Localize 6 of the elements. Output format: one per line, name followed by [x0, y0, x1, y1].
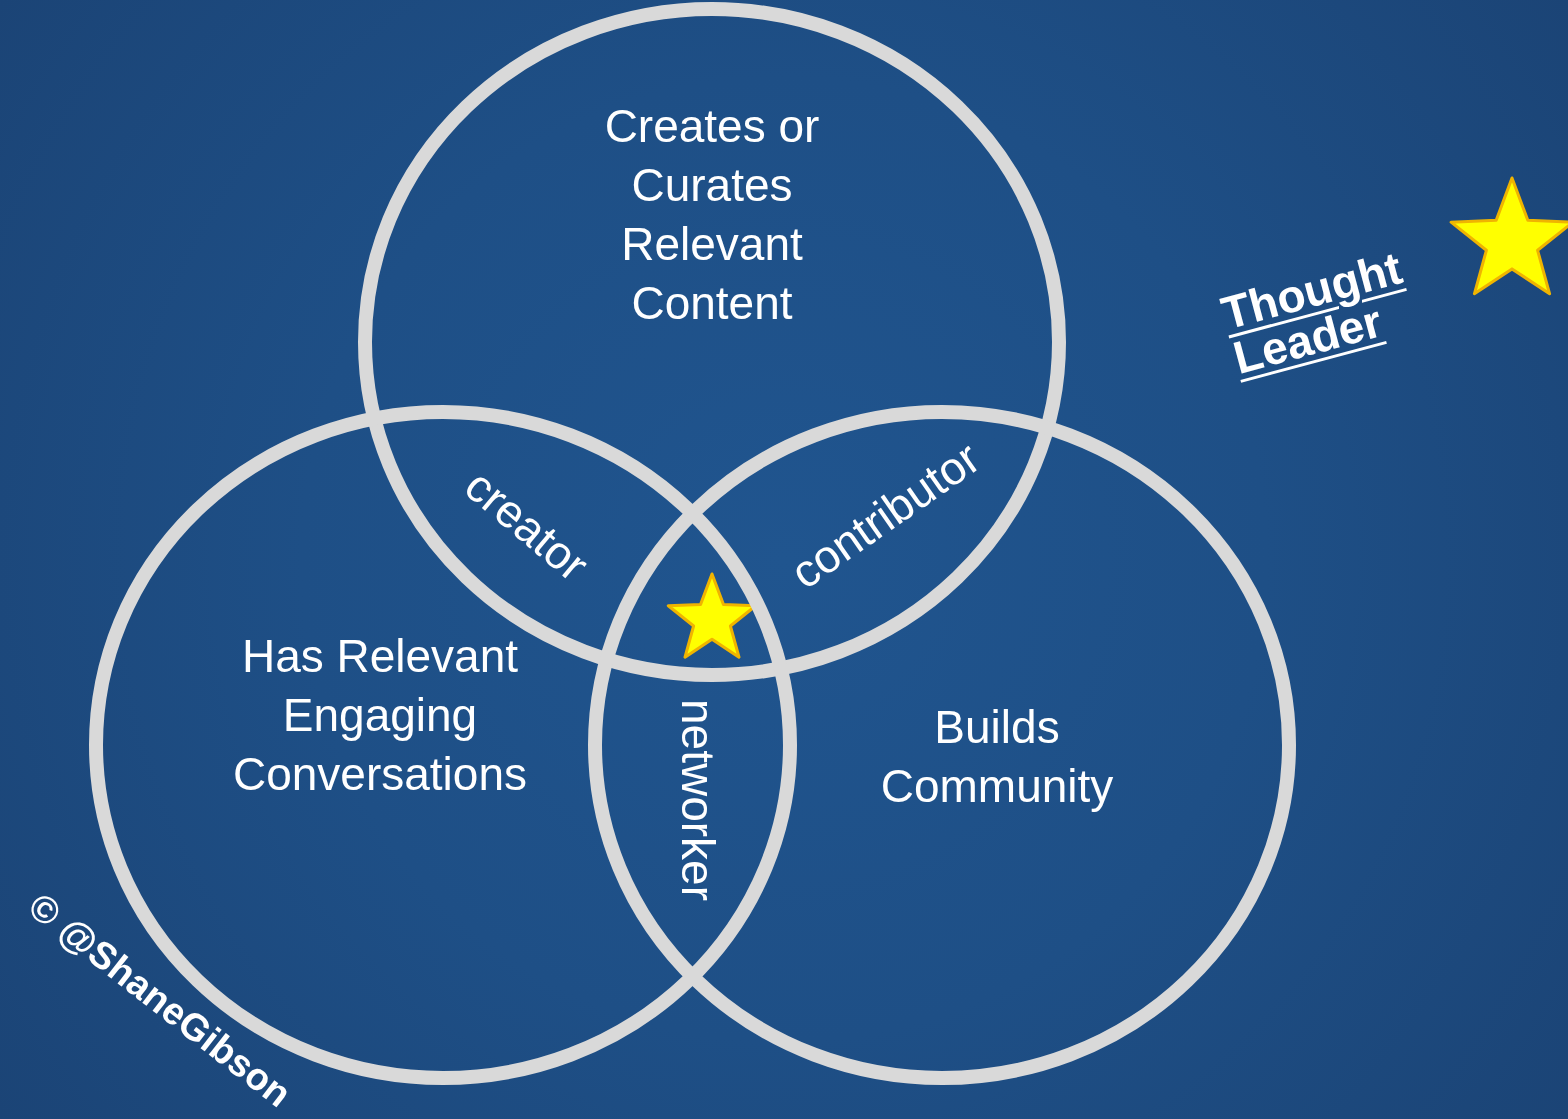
circle-label: Builds Community [879, 700, 1115, 814]
circle-label: Has Relevant Engaging Conversations [231, 628, 528, 802]
thought-leader-label: Thought Leader [1216, 240, 1409, 381]
venn-circle [587, 404, 1297, 1086]
circle-label: Creates or Curates Relevant Content [603, 99, 821, 331]
overlap-label: networker [675, 698, 721, 903]
